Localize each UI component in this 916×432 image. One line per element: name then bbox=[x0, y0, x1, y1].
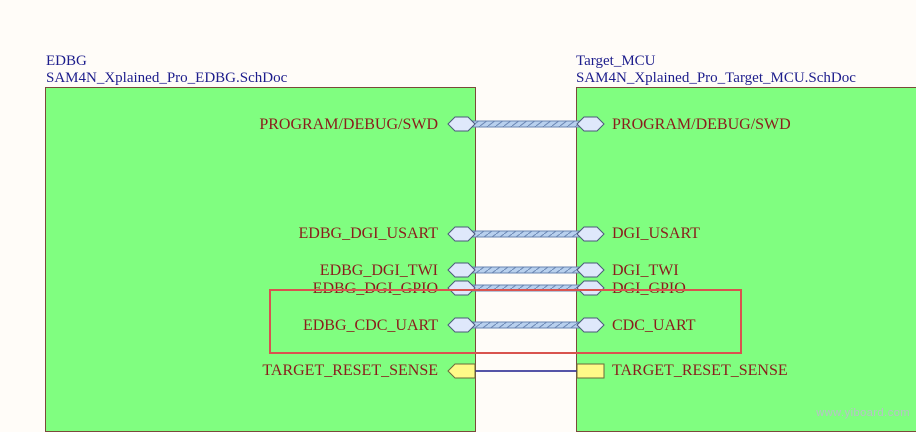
watermark: www.yiboard.com bbox=[816, 407, 910, 419]
right-sheet-symbol[interactable] bbox=[576, 87, 916, 432]
right-port-cdc-uart[interactable] bbox=[576, 317, 605, 333]
right-port-reset-sense[interactable] bbox=[576, 363, 605, 379]
connections-layer bbox=[447, 116, 605, 379]
right-port-label-dgi-gpio: DGI_GPIO bbox=[612, 280, 686, 297]
right-port-dgi-twi[interactable] bbox=[576, 262, 605, 278]
right-port-swd[interactable] bbox=[576, 116, 605, 132]
right-port-dgi-gpio[interactable] bbox=[576, 280, 605, 296]
right-port-label-reset-sense: TARGET_RESET_SENSE bbox=[612, 362, 788, 379]
bus-dgi-twi[interactable] bbox=[469, 266, 583, 274]
left-sheet-designator[interactable]: EDBG bbox=[46, 53, 87, 69]
right-sheet-designator[interactable]: Target_MCU bbox=[576, 53, 656, 69]
left-sheet-filename[interactable]: SAM4N_Xplained_Pro_EDBG.SchDoc bbox=[46, 70, 288, 86]
left-port-reset-sense[interactable] bbox=[447, 363, 476, 379]
left-port-label-dgi-usart: EDBG_DGI_USART bbox=[298, 225, 438, 242]
left-port-label-swd: PROGRAM/DEBUG/SWD bbox=[259, 116, 438, 133]
bus-cdc-uart[interactable] bbox=[469, 321, 583, 329]
right-port-label-swd: PROGRAM/DEBUG/SWD bbox=[612, 116, 791, 133]
left-port-dgi-twi[interactable] bbox=[447, 262, 476, 278]
left-port-label-reset-sense: TARGET_RESET_SENSE bbox=[262, 362, 438, 379]
bus-swd[interactable] bbox=[469, 120, 583, 128]
left-sheet-symbol[interactable] bbox=[45, 87, 476, 432]
left-port-label-dgi-gpio: EDBG_DGI_GPIO bbox=[312, 280, 438, 297]
left-sheet-header: EDBG SAM4N_Xplained_Pro_EDBG.SchDoc bbox=[46, 53, 287, 87]
bus-dgi-gpio[interactable] bbox=[469, 284, 583, 292]
left-port-dgi-usart[interactable] bbox=[447, 226, 476, 242]
right-sheet-filename[interactable]: SAM4N_Xplained_Pro_Target_MCU.SchDoc bbox=[576, 70, 856, 86]
left-port-label-dgi-twi: EDBG_DGI_TWI bbox=[319, 262, 438, 279]
left-port-label-cdc-uart: EDBG_CDC_UART bbox=[302, 317, 438, 334]
right-sheet-header: Target_MCU SAM4N_Xplained_Pro_Target_MCU… bbox=[576, 53, 856, 87]
bus-dgi-usart[interactable] bbox=[469, 230, 583, 238]
right-port-dgi-usart[interactable] bbox=[576, 226, 605, 242]
left-port-dgi-gpio[interactable] bbox=[447, 280, 476, 296]
left-port-swd[interactable] bbox=[447, 116, 476, 132]
right-port-label-dgi-usart: DGI_USART bbox=[612, 225, 700, 242]
left-port-cdc-uart[interactable] bbox=[447, 317, 476, 333]
right-port-label-dgi-twi: DGI_TWI bbox=[612, 262, 679, 279]
right-port-label-cdc-uart: CDC_UART bbox=[612, 317, 696, 334]
